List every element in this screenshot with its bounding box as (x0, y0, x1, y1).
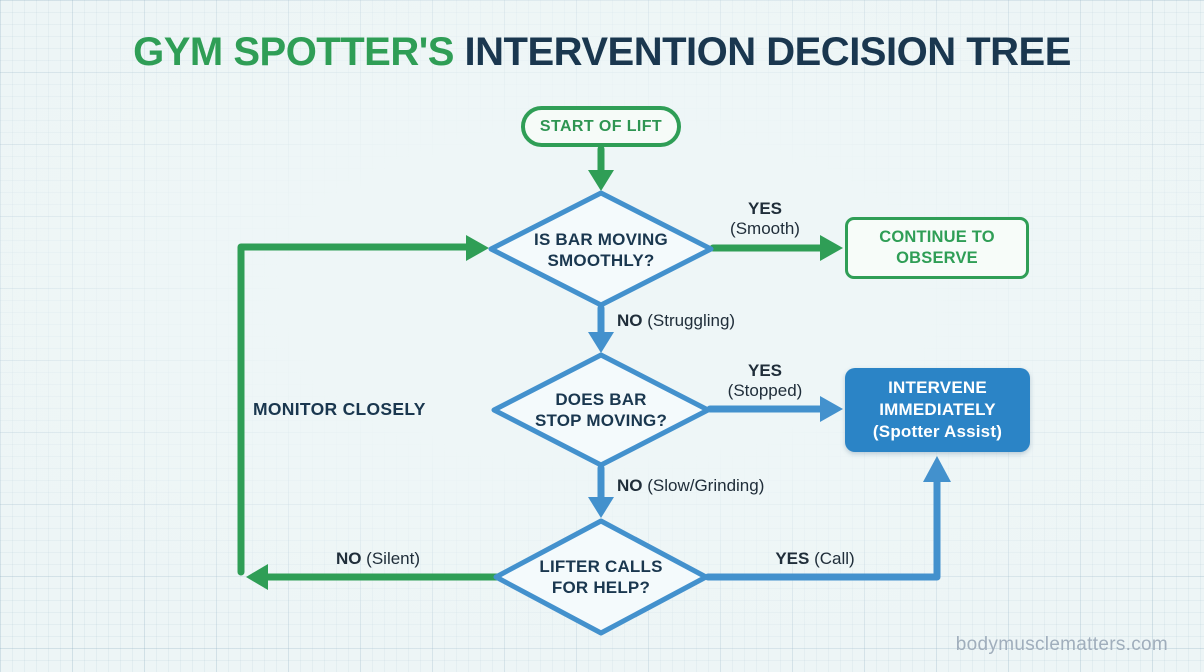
edge-label-no-silent: NO (Silent) (313, 549, 443, 569)
edge-label-no-silent-bold: NO (335, 549, 362, 568)
edge-label-no-struggling-bold: NO (617, 311, 643, 330)
edge-label-yes-stopped-bold: YES (747, 361, 783, 380)
edge-label-yes-call: YES (Call) (745, 549, 885, 569)
edge-label-no-silent-rest: (Silent) (361, 549, 421, 568)
watermark: bodymusclematters.com (955, 634, 1168, 655)
q1-line2: SMOOTHLY? (547, 251, 655, 270)
intervene-node: INTERVENE IMMEDIATELY (Spotter Assist) (845, 368, 1030, 452)
edge-label-no-slow-rest: (Slow/Grinding) (642, 476, 765, 495)
edge-label-no-struggling: NO (Struggling) (617, 311, 735, 331)
start-node: START OF LIFT (521, 106, 681, 147)
intervene-line3: (Spotter Assist) (872, 422, 1003, 442)
edge-label-monitor-closely: MONITOR CLOSELY (253, 399, 426, 419)
edge-label-yes-stopped: YES (Stopped) (705, 361, 825, 402)
q2-line2: STOP MOVING? (534, 411, 668, 430)
edge-label-yes-stopped-rest: (Stopped) (727, 381, 803, 401)
page-title: GYM SPOTTER'S INTERVENTION DECISION TREE (0, 30, 1204, 74)
edge-label-yes-smooth: YES (Smooth) (705, 199, 825, 240)
edge-label-no-slow-bold: NO (617, 476, 643, 495)
q1-node-text: IS BAR MOVING SMOOTHLY? (491, 196, 711, 304)
edge-label-yes-call-rest: (Call) (809, 549, 855, 568)
edge-label-no-struggling-rest: (Struggling) (642, 311, 736, 330)
intervene-line2: IMMEDIATELY (879, 399, 996, 419)
q2-line1: DOES BAR (555, 389, 647, 409)
page-title-highlight: GYM SPOTTER'S (133, 30, 454, 74)
q2-node-text: DOES BAR STOP MOVING? (494, 357, 708, 463)
intervene-line1: INTERVENE (888, 377, 987, 397)
edge-label-no-slow: NO (Slow/Grinding) (617, 476, 764, 496)
edge-label-yes-call-bold: YES (775, 549, 810, 568)
edge-label-yes-smooth-rest: (Smooth) (730, 219, 800, 239)
edge-label-yes-smooth-bold: YES (747, 199, 783, 218)
q3-node-text: LIFTER CALLS FOR HELP? (496, 523, 706, 631)
q1-line1: IS BAR MOVING (534, 229, 668, 249)
start-node-label: START OF LIFT (539, 117, 663, 135)
q3-line1: LIFTER CALLS (539, 556, 663, 576)
observe-line1: CONTINUE TO (879, 227, 995, 246)
observe-node: CONTINUE TO OBSERVE (845, 217, 1029, 279)
q3-line2: FOR HELP? (551, 578, 651, 597)
page-title-rest: INTERVENTION DECISION TREE (453, 30, 1072, 74)
observe-line2: OBSERVE (896, 249, 978, 267)
